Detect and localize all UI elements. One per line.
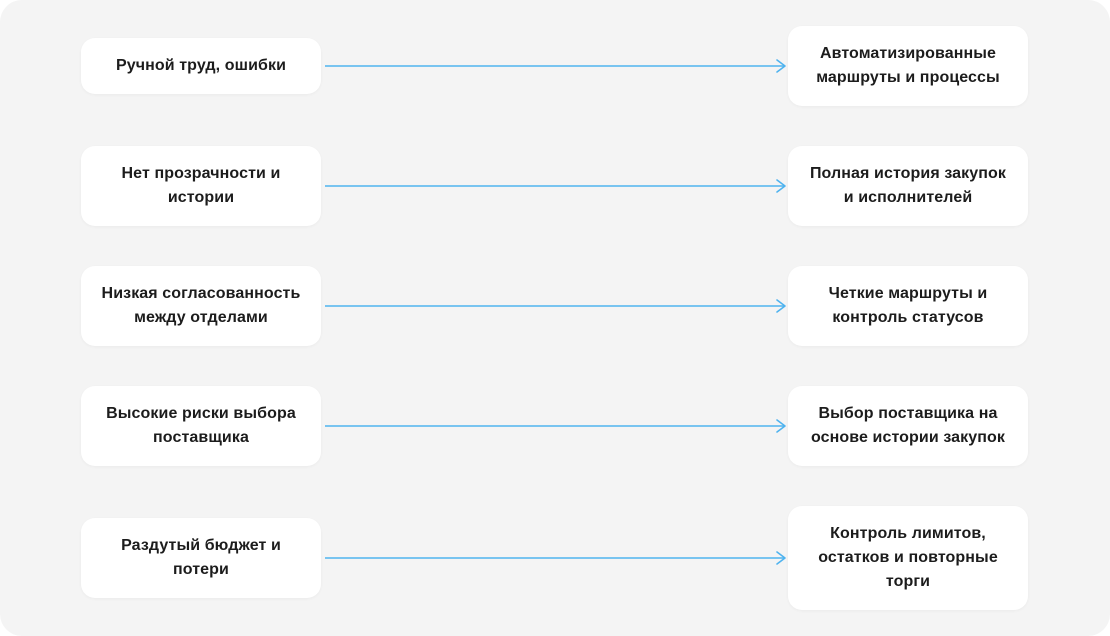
arrow-row-1: [325, 179, 786, 193]
solution-card-supplier-choice: Выбор поставщика на основе истории закуп…: [788, 386, 1028, 466]
problem-card-supplier-risk: Высокие риски выбора поставщика: [81, 386, 321, 466]
problem-card-no-transparency: Нет прозрачности и истории: [81, 146, 321, 226]
problem-card-manual-labor: Ручной труд, ошибки: [81, 38, 321, 94]
arrow-row-0: [325, 59, 786, 73]
solution-label: Контроль лимитов, остатков и повторные т…: [818, 525, 998, 590]
solution-label: Четкие маршруты и контроль статусов: [828, 285, 988, 326]
problem-card-low-coordination: Низкая согласованность между отделами: [81, 266, 321, 346]
problem-card-inflated-budget: Раздутый бюджет и потери: [81, 518, 321, 598]
solution-card-automated-routes: Автоматизированные маршруты и процессы: [788, 26, 1028, 106]
problem-label: Раздутый бюджет и потери: [121, 537, 281, 578]
solution-label: Полная история закупок и исполнителей: [809, 165, 1007, 206]
solution-label: Автоматизированные маршруты и процессы: [816, 45, 1000, 86]
problem-label: Высокие риски выбора поставщика: [106, 405, 296, 446]
problem-label: Ручной труд, ошибки: [115, 57, 287, 74]
problem-label: Низкая согласованность между отделами: [101, 285, 301, 326]
solution-card-full-history: Полная история закупок и исполнителей: [788, 146, 1028, 226]
solution-card-clear-routes: Четкие маршруты и контроль статусов: [788, 266, 1028, 346]
arrow-row-3: [325, 419, 786, 433]
problem-label: Нет прозрачности и истории: [121, 165, 281, 206]
solution-label: Выбор поставщика на основе истории закуп…: [810, 405, 1006, 446]
solution-card-limit-control: Контроль лимитов, остатков и повторные т…: [788, 506, 1028, 610]
arrow-row-2: [325, 299, 786, 313]
arrow-row-4: [325, 551, 786, 565]
